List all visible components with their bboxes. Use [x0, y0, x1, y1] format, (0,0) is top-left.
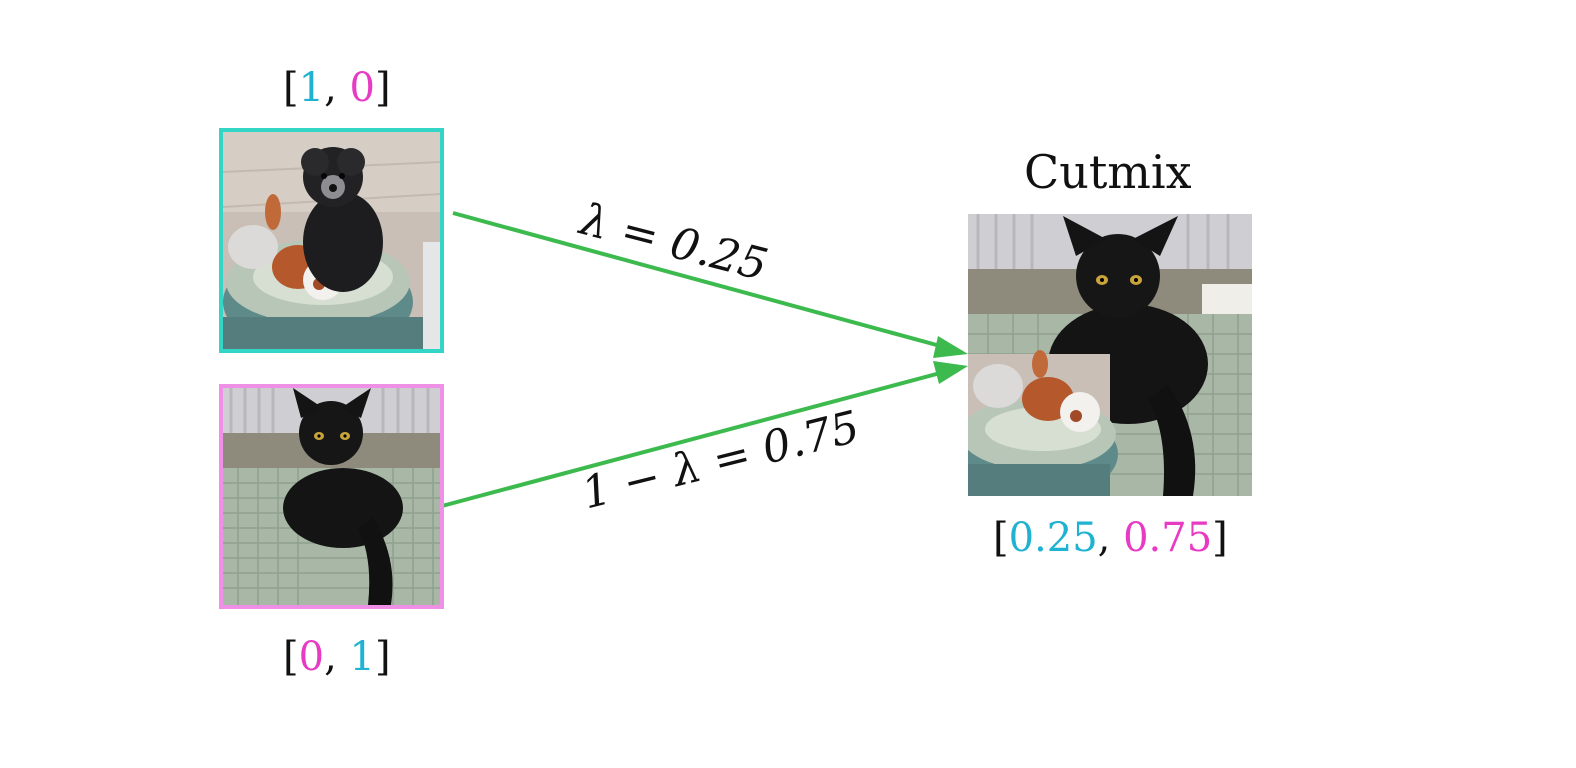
arrow-dog-to-cutmix — [452, 211, 968, 358]
class-b-weight: 0 — [349, 65, 375, 111]
bracket-open: [ — [283, 65, 299, 111]
cutmix-label: [0.25, 0.75] — [993, 514, 1228, 562]
cat-image — [219, 384, 444, 609]
class-a-weight: 0.25 — [1008, 515, 1098, 561]
separator: , — [1097, 515, 1124, 561]
separator: , — [324, 65, 350, 111]
bracket-open: [ — [993, 515, 1009, 561]
bracket-open: [ — [283, 634, 299, 680]
separator: , — [324, 634, 350, 680]
puppy-illustration — [223, 132, 440, 349]
cat-illustration — [223, 388, 440, 605]
class-b-weight: 0.75 — [1123, 515, 1213, 561]
bracket-close: ] — [374, 634, 391, 680]
bracket-close: ] — [374, 65, 391, 111]
cutmix-illustration — [968, 214, 1252, 496]
bracket-close: ] — [1212, 515, 1228, 561]
arrow-cat-to-cutmix — [441, 361, 968, 508]
class-a-weight: 0 — [298, 634, 325, 680]
class-b-weight: 1 — [349, 634, 375, 680]
puppy-image — [219, 128, 444, 353]
cutmix-result-image — [968, 214, 1252, 496]
dog-label: [1, 0] — [283, 64, 391, 112]
class-a-weight: 1 — [298, 65, 325, 111]
cat-label: [0, 1] — [283, 633, 391, 681]
cutmix-patch — [968, 350, 1118, 496]
cutmix-title: Cutmix — [1024, 145, 1192, 199]
